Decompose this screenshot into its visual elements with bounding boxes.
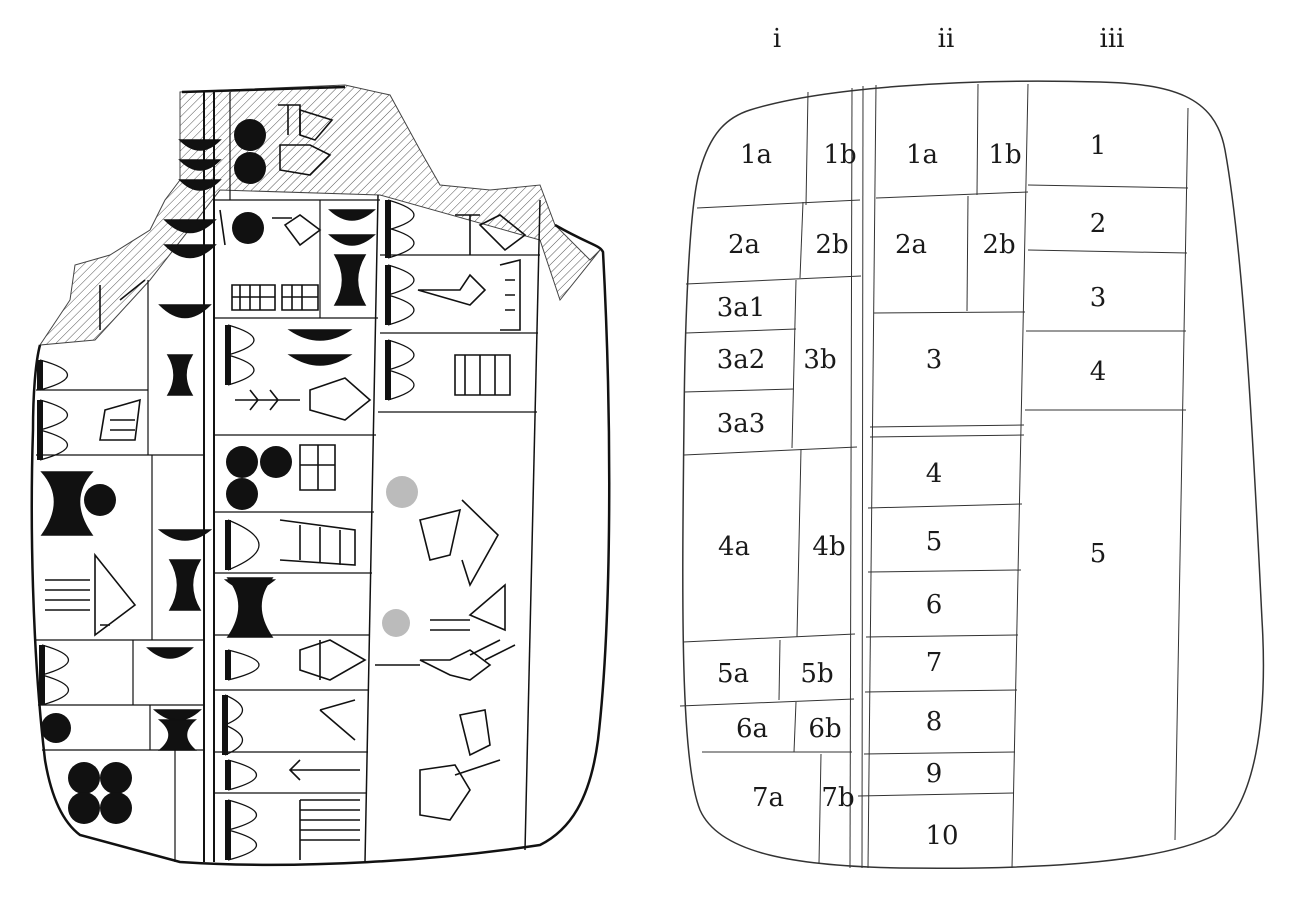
- case-label: 5b: [800, 659, 833, 689]
- case-label: 2a: [728, 230, 760, 260]
- case-label: 6b: [808, 714, 841, 744]
- wedge-signs: [37, 199, 415, 861]
- case-label: 7b: [821, 783, 854, 813]
- case-label: 8: [926, 707, 943, 737]
- case-label: 3a2: [717, 345, 766, 375]
- case-label: 4a: [718, 532, 750, 562]
- case-label: 4: [1090, 357, 1107, 387]
- case-label: 2b: [815, 230, 848, 260]
- case-label: 10: [925, 821, 958, 851]
- case-label: 4b: [812, 532, 845, 562]
- linear-signs: [45, 104, 527, 860]
- col-divider-right: [524, 199, 541, 851]
- case-label: 2a: [895, 230, 927, 260]
- case-label: 1: [1090, 131, 1107, 161]
- case-label: 5: [926, 527, 943, 557]
- labels-col-ii: 1a 1b 2a 2b 3 4 5 6 7 8 9 10: [895, 140, 1022, 851]
- case-label: 7a: [752, 783, 784, 813]
- case-label: 6: [926, 590, 943, 620]
- case-label: 2: [1090, 209, 1107, 239]
- case-lines-ii: [214, 92, 380, 794]
- case-label: 5: [1090, 539, 1107, 569]
- case-label: 3: [1090, 283, 1107, 313]
- case-label: 3a3: [717, 409, 766, 439]
- diagram-case-lines: [679, 83, 1189, 869]
- case-label: 1b: [823, 140, 856, 170]
- layout-diagram: i ii iii: [679, 24, 1265, 869]
- case-label: 4: [926, 459, 943, 489]
- case-label: 1a: [740, 140, 772, 170]
- case-label: 3a1: [717, 293, 766, 323]
- case-label: 5a: [717, 659, 749, 689]
- case-label: 1b: [988, 140, 1021, 170]
- numeral-circles: [41, 119, 292, 824]
- case-label: 2b: [982, 230, 1015, 260]
- case-label: 7: [926, 648, 943, 678]
- tablet-outline: [30, 85, 611, 867]
- labels-col-i: 1a 1b 2a 2b 3a1 3a2 3a3 3b 4a 4b 5a 5b 6…: [717, 140, 857, 813]
- case-label: 6a: [736, 714, 768, 744]
- col-divider-mid: [364, 194, 379, 863]
- diagram-outline: [682, 80, 1265, 869]
- case-label: 1a: [906, 140, 938, 170]
- case-label: 9: [926, 759, 943, 789]
- case-lines-iii: [378, 254, 540, 413]
- damage-spot: [386, 476, 418, 508]
- column-header-iii: iii: [1100, 24, 1125, 54]
- cup-signs: [40, 139, 376, 751]
- damage-hatch: [39, 84, 601, 346]
- case-label: 3: [926, 345, 943, 375]
- labels-col-iii: 1 2 3 4 5: [1090, 131, 1107, 569]
- tablet-drawing: [30, 84, 611, 867]
- column-header-i: i: [773, 24, 781, 54]
- case-label: 3b: [803, 345, 836, 375]
- damage-spot: [382, 609, 410, 637]
- column-header-ii: ii: [938, 24, 955, 54]
